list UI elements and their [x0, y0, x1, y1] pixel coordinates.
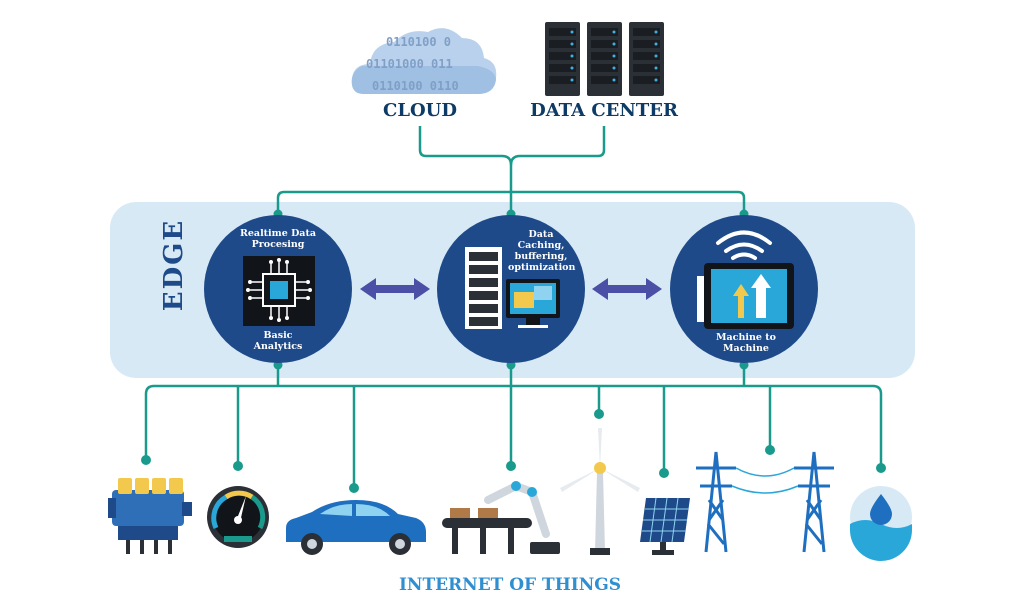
- power-tower-icon: [696, 451, 834, 553]
- node3-bottom-text: Machine to Machine: [716, 332, 776, 354]
- gauge-icon: [207, 486, 269, 548]
- cloud-label: CLOUD: [383, 100, 457, 121]
- cloud-icon: 0110100 0 01101000 011 0110100 0110: [351, 28, 497, 94]
- connector-dots: [141, 209, 886, 493]
- solar-panel-icon: [640, 497, 690, 555]
- tablet-icon: [697, 263, 794, 329]
- server-rack-icon: [545, 22, 664, 96]
- node2-top-text: Data Caching, buffering, optimization: [508, 229, 576, 273]
- data-center-label: DATA CENTER: [530, 100, 678, 121]
- server-monitor-icon: [465, 247, 560, 329]
- edge-node-3: [670, 215, 818, 363]
- conveyor-robot-icon: [442, 481, 560, 554]
- double-arrow-icon: [360, 278, 430, 300]
- edge-label: EDGE: [159, 218, 190, 312]
- iot-label: INTERNET OF THINGS: [398, 575, 622, 595]
- car-icon: [286, 500, 426, 555]
- connector-lines: [144, 126, 883, 487]
- water-drop-icon: [850, 486, 912, 561]
- engine-icon: [108, 478, 192, 554]
- node1-top-text: Realtime Data Procesing: [239, 228, 317, 250]
- edge-node-1: [204, 215, 352, 363]
- node1-bottom-text: Basic Analytics: [253, 330, 303, 352]
- power-lines: [731, 467, 799, 494]
- edge-node-2: [437, 215, 585, 363]
- cloud-binary-3: 0110100 0110: [372, 79, 459, 93]
- double-arrow-icon: [592, 278, 662, 300]
- wifi-icon: [716, 230, 772, 260]
- cpu-chip-icon: [243, 256, 315, 326]
- wind-turbine-icon: [560, 428, 640, 555]
- cloud-binary-1: 0110100 0: [386, 35, 451, 49]
- cloud-binary-2: 01101000 011: [366, 57, 453, 71]
